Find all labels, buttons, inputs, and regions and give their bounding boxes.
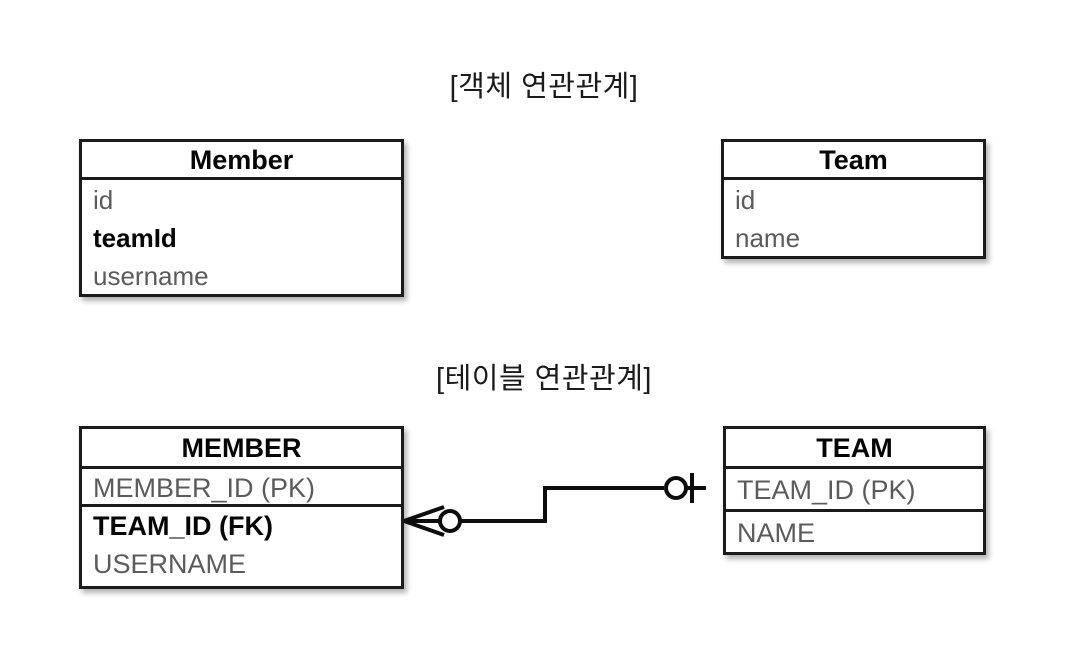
- entity-member-table-fields: MEMBER_ID (PK) TEAM_ID (FK) USERNAME: [82, 469, 401, 583]
- field-team-name: name: [735, 223, 801, 253]
- entity-team-table-title: TEAM: [726, 429, 983, 469]
- entity-member[interactable]: Member id teamId username: [79, 139, 404, 297]
- field-member-username: username: [93, 261, 209, 291]
- entity-team[interactable]: Team id name: [721, 139, 986, 259]
- column-member-username: USERNAME: [93, 549, 247, 579]
- field-member-teamid: teamId: [93, 223, 177, 253]
- entity-member-table[interactable]: MEMBER MEMBER_ID (PK) TEAM_ID (FK) USERN…: [79, 426, 404, 589]
- relationship-path: [460, 486, 664, 523]
- zero-circle-team-side: [664, 476, 688, 500]
- crows-foot-lower-prong: [403, 519, 445, 537]
- field-member-id: id: [93, 185, 114, 215]
- column-team-id-fk: TEAM_ID (FK): [93, 511, 273, 541]
- column-team-name: NAME: [737, 518, 816, 548]
- entity-member-table-title: MEMBER: [82, 429, 401, 469]
- field-team-id: id: [735, 185, 756, 215]
- entity-member-title: Member: [82, 142, 401, 180]
- column-team-id-pk: TEAM_ID (PK): [726, 469, 983, 512]
- crows-foot-upper-prong: [403, 505, 445, 523]
- object-model-caption: [객체 연관관계]: [449, 71, 639, 103]
- column-member-id-pk: MEMBER_ID (PK): [82, 469, 401, 507]
- table-model-caption: [테이블 연관관계]: [436, 363, 652, 395]
- entity-team-table-fields: TEAM_ID (PK) NAME: [726, 469, 983, 555]
- relationship-connector[interactable]: [396, 460, 706, 550]
- zero-circle-member-side: [438, 509, 462, 533]
- entity-team-fields: id name: [724, 180, 983, 256]
- entity-team-title: Team: [724, 142, 983, 180]
- entity-team-table[interactable]: TEAM TEAM_ID (PK) NAME: [723, 426, 986, 555]
- entity-member-fields: id teamId username: [82, 180, 401, 294]
